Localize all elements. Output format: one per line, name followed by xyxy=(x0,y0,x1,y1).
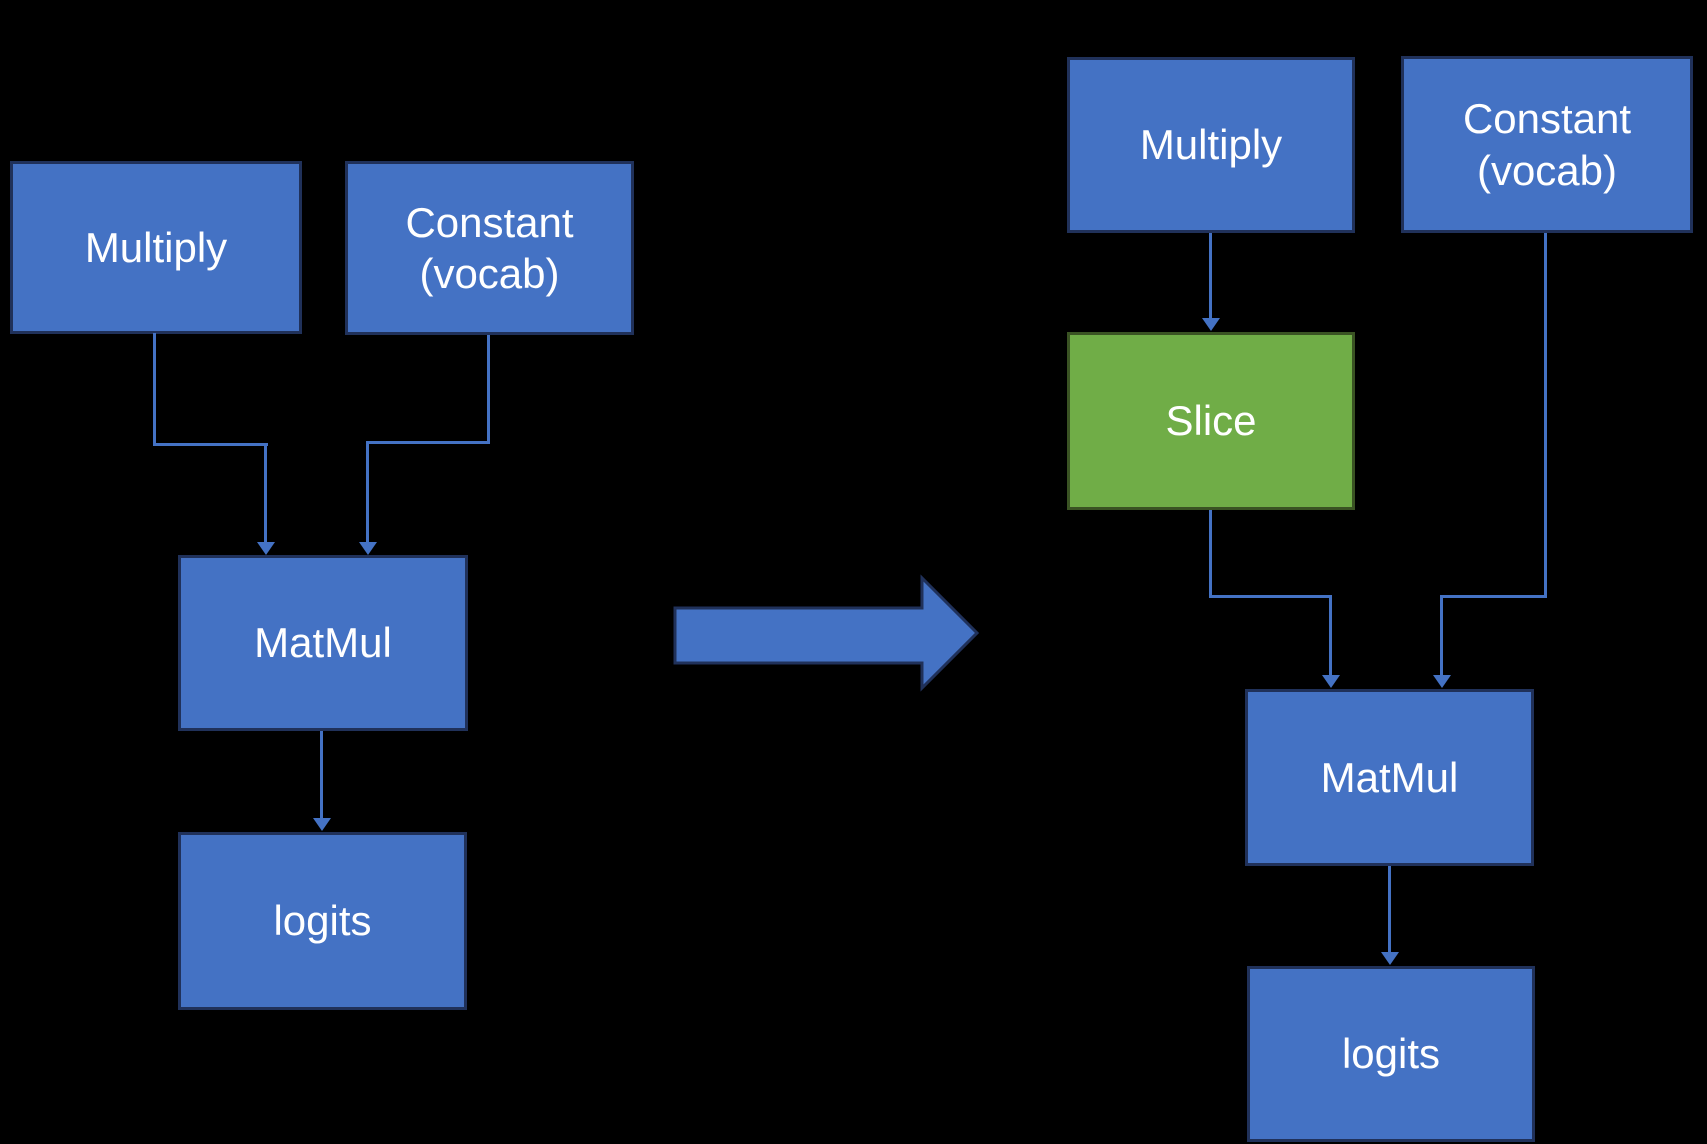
connector-segment xyxy=(1544,233,1547,597)
connector-segment xyxy=(487,335,490,443)
connector-segment xyxy=(1329,595,1332,676)
connector-segment xyxy=(1440,595,1443,676)
connector-segment xyxy=(1209,233,1212,319)
arrowhead-down-icon xyxy=(1433,675,1451,688)
connector-segment xyxy=(1209,510,1212,597)
connector-segment xyxy=(264,443,267,542)
connector-segment xyxy=(1209,595,1332,598)
left-logits-node: logits xyxy=(178,832,467,1010)
arrowhead-down-icon xyxy=(359,542,377,555)
left-multiply-node: Multiply xyxy=(10,161,302,334)
right-matmul-node: MatMul xyxy=(1245,689,1534,866)
connector-segment xyxy=(366,441,369,542)
arrowhead-down-icon xyxy=(1322,675,1340,688)
connector-segment xyxy=(366,441,490,444)
connector-segment xyxy=(1388,866,1391,953)
right-arrow-shape xyxy=(673,574,980,692)
connector-segment xyxy=(153,443,268,446)
arrowhead-down-icon xyxy=(313,818,331,831)
connector-segment xyxy=(1441,595,1547,598)
connector-segment xyxy=(153,333,156,446)
left-matmul-node: MatMul xyxy=(178,555,468,731)
arrowhead-down-icon xyxy=(1202,318,1220,331)
right-multiply-node: Multiply xyxy=(1067,57,1355,233)
right-logits-node: logits xyxy=(1247,966,1535,1142)
transform-right-arrow-icon xyxy=(673,574,980,692)
arrowhead-down-icon xyxy=(1381,952,1399,965)
connector-segment xyxy=(320,731,323,819)
arrowhead-down-icon xyxy=(257,542,275,555)
left-constant-vocab-node: Constant (vocab) xyxy=(345,161,634,335)
right-constant-vocab-node: Constant (vocab) xyxy=(1401,56,1693,233)
right-slice-node: Slice xyxy=(1067,332,1355,510)
